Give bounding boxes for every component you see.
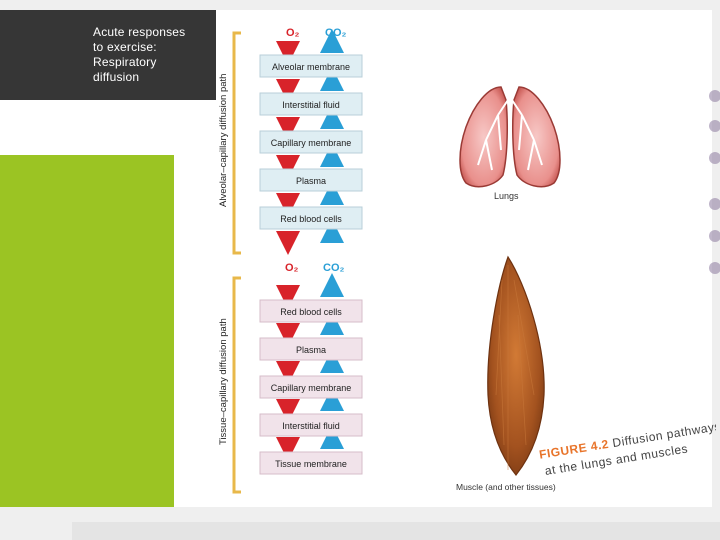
lungs-label: Lungs: [494, 191, 519, 201]
layer-label: Interstitial fluid: [282, 100, 340, 110]
layer-label: Plasma: [296, 345, 326, 355]
muscle-label: Muscle (and other tissues): [456, 482, 556, 492]
figure-caption: FIGURE 4.2 Diffusion pathways at the lun…: [538, 419, 716, 478]
title-line: to exercise:: [93, 40, 157, 54]
bottom-bracket: [232, 276, 241, 494]
slide-title: Acute responses to exercise: Respiratory…: [93, 25, 203, 85]
layer-label: Interstitial fluid: [282, 421, 340, 431]
layer-box: [259, 299, 363, 323]
layer-box: [259, 451, 363, 475]
layer-box: [259, 54, 363, 78]
bottom-side-label: Tissue–capillary diffusion path: [218, 318, 229, 445]
top-side-label: Alveolar–capillary diffusion path: [218, 74, 229, 207]
layer-box: [259, 375, 363, 399]
bottom-strip: [72, 522, 720, 540]
muscle-illustration: Muscle (and other tissues): [456, 255, 556, 492]
title-line: diffusion: [93, 70, 140, 84]
top-co2-label: CO₂: [325, 27, 347, 39]
lungs-illustration: Lungs: [459, 65, 561, 201]
alveolar-capillary-group: Alveolar–capillary diffusion path O₂ CO₂…: [218, 27, 363, 255]
bottom-o2-label: O₂: [285, 262, 299, 274]
layer-box: [259, 168, 363, 192]
tissue-capillary-group: Tissue–capillary diffusion path O₂ CO₂ R…: [218, 262, 363, 494]
top-o2-label: O₂: [286, 27, 300, 39]
layer-label: Plasma: [296, 176, 326, 186]
layer-box: [259, 206, 363, 230]
layer-box: [259, 130, 363, 154]
diffusion-pathways-figure: Alveolar–capillary diffusion path O₂ CO₂…: [218, 27, 716, 494]
title-line: Acute responses: [93, 25, 186, 39]
bottom-co2-label: CO₂: [323, 262, 345, 274]
layer-label: Capillary membrane: [271, 138, 352, 148]
layer-label: Red blood cells: [280, 214, 342, 224]
layer-box: [259, 413, 363, 437]
title-box: Acute responses to exercise: Respiratory…: [0, 10, 216, 100]
layer-label: Tissue membrane: [275, 459, 347, 469]
layer-box: [259, 337, 363, 361]
right-edge-decoration: [707, 80, 720, 280]
title-line: Respiratory: [93, 55, 157, 69]
top-bracket: [232, 31, 241, 255]
layer-box: [259, 92, 363, 116]
layer-label: Alveolar membrane: [272, 62, 350, 72]
green-accent-block: [0, 155, 174, 507]
layer-label: Capillary membrane: [271, 383, 352, 393]
layer-label: Red blood cells: [280, 307, 342, 317]
